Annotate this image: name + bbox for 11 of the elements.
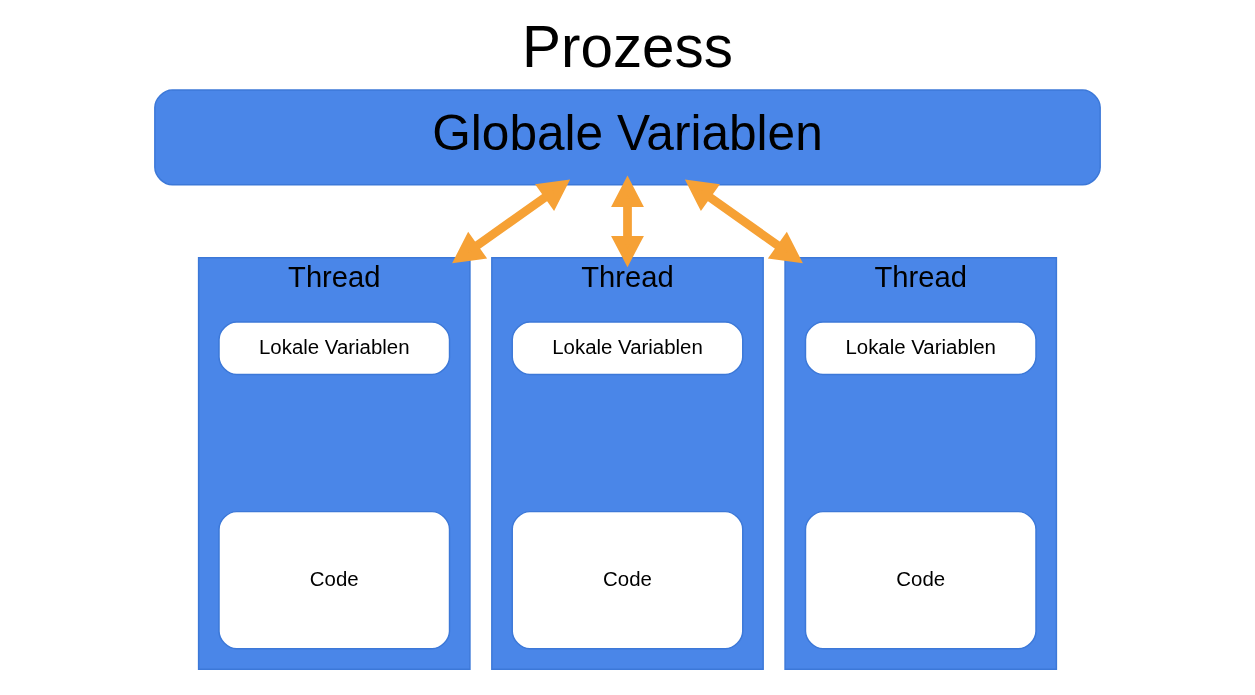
node-box: Lokale Variablen bbox=[511, 321, 744, 376]
node-box: Globale Variablen bbox=[154, 89, 1101, 186]
node-box: Lokale Variablen bbox=[218, 321, 451, 376]
arrow bbox=[452, 179, 571, 264]
node-box: Lokale Variablen bbox=[804, 321, 1037, 376]
node-box: Code bbox=[804, 510, 1037, 650]
arrow bbox=[684, 179, 803, 264]
node-box: Code bbox=[511, 510, 744, 650]
diagram-title: Prozess bbox=[522, 13, 733, 79]
node-box: Code bbox=[218, 510, 451, 650]
arrow bbox=[611, 175, 644, 268]
